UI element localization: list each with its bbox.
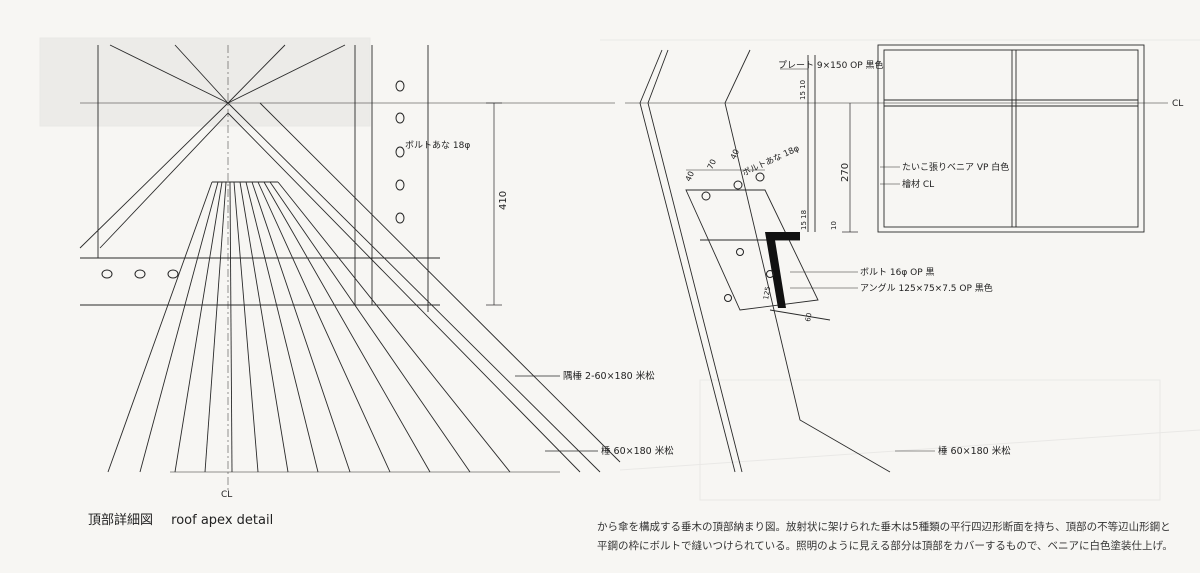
right-dim-125: 125 xyxy=(762,286,772,301)
right-section-drawing xyxy=(625,44,1168,473)
right-dim-40a: 40 xyxy=(684,170,696,183)
right-bolt-hole-label: ボルトあな 18φ xyxy=(741,143,801,178)
right-bolt-label: ボルト 16φ OP 黒 xyxy=(860,267,934,278)
figure-description: から傘を構成する垂木の頂部納まり図。放射状に架けられた垂木は5種類の平行四辺形断… xyxy=(597,518,1197,556)
figure-caption: 頂部詳細図 roof apex detail xyxy=(88,509,287,528)
right-dim-15-18: 15 18 xyxy=(800,210,808,230)
background-ghost xyxy=(39,37,1200,501)
right-dim-40b: 40 xyxy=(729,148,741,161)
caption-title-en: roof apex detail xyxy=(171,513,274,528)
bolt-holes-left xyxy=(101,80,405,279)
left-bolt-hole-label: ボルトあな 18φ xyxy=(405,140,470,151)
description-line-2: 平鋼の枠にボルトで縫いつけられている。照明のように見える部分は頂部をカバーするも… xyxy=(597,540,1173,552)
right-dim-15-10: 15 10 xyxy=(799,80,807,100)
left-rafter-label: 棰 60×180 米松 xyxy=(601,445,674,457)
right-cl-label: CL xyxy=(1172,99,1183,109)
right-cover-label: たいこ張りベニア VP 白色 xyxy=(902,161,1009,173)
right-dim-70: 70 xyxy=(706,158,718,171)
description-line-1: から傘を構成する垂木の頂部納まり図。放射状に架けられた垂木は5種類の平行四辺形断… xyxy=(597,521,1171,533)
left-cl-label: CL xyxy=(221,490,232,500)
left-plan-drawing xyxy=(79,44,621,490)
right-dim-60: 60 xyxy=(804,312,813,322)
angle-steel xyxy=(765,232,800,308)
bolt-holes-right xyxy=(701,172,774,302)
left-dim-410: 410 xyxy=(498,191,509,210)
right-dim-10: 10 xyxy=(830,221,838,230)
right-rafter-label: 棰 60×180 米松 xyxy=(938,445,1011,457)
right-plate-label: プレート 9×150 OP 黒色 xyxy=(778,59,884,71)
caption-title-ja: 頂部詳細図 xyxy=(88,513,154,528)
left-hip-rafter-label: 隅棰 2-60×180 米松 xyxy=(563,370,655,382)
right-angle-label: アングル 125×75×7.5 OP 黒色 xyxy=(860,282,993,294)
right-dim-270: 270 xyxy=(840,163,851,182)
right-timber-label: 檜材 CL xyxy=(902,178,934,190)
